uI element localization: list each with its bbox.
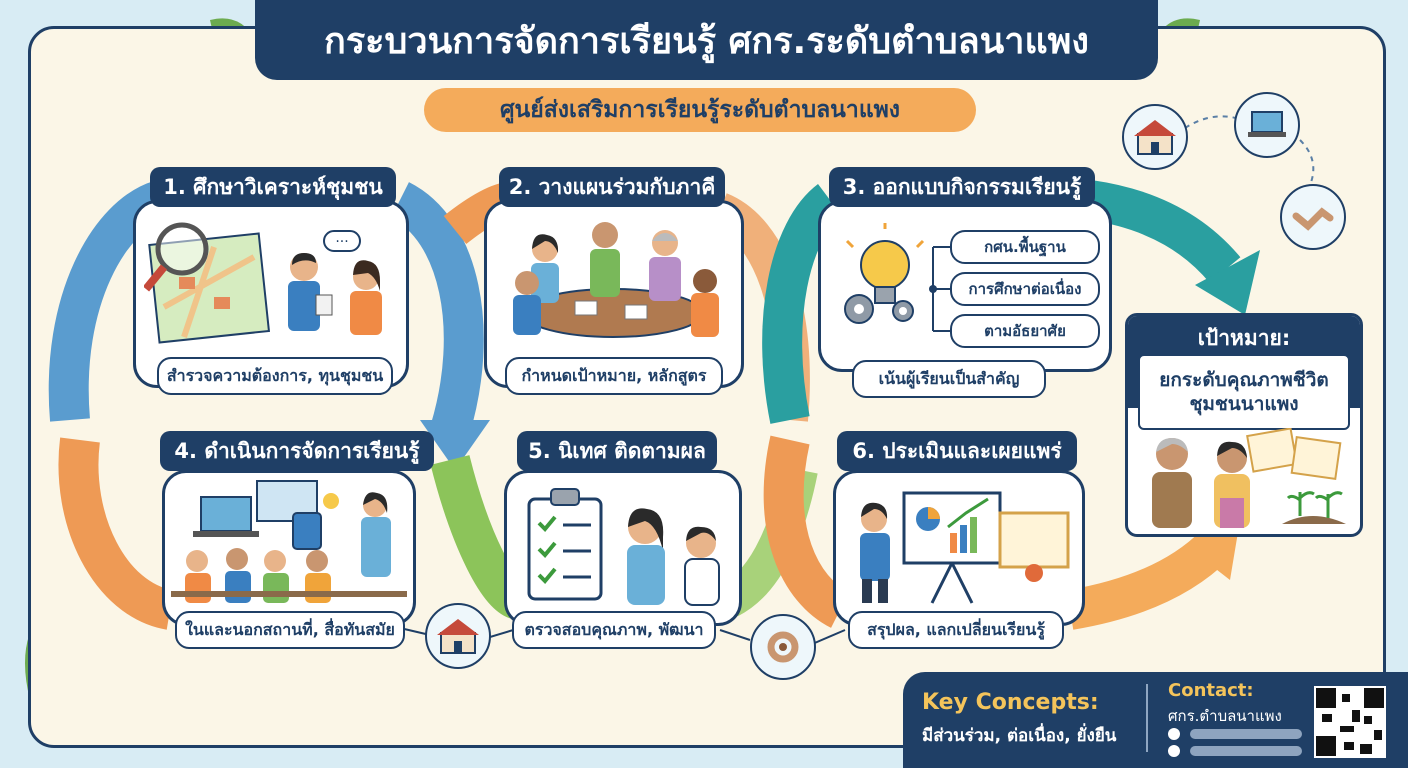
page-title: กระบวนการจัดการเรียนรู้ ศกร.ระดับตำบลนาแ… (255, 0, 1158, 80)
teal-arc-arrow (1086, 180, 1241, 284)
clipboard-checklist-icon (527, 488, 720, 606)
contact-name: ศกร.ตำบลนาแพง (1168, 707, 1282, 725)
step-label-3: 3. ออกแบบกิจกรรมเรียนรู้ (829, 167, 1095, 207)
school-building-icon (425, 603, 491, 669)
contact-phone-redacted (1190, 746, 1302, 756)
orange-arc-arrow (763, 435, 850, 628)
svg-text:···: ··· (335, 234, 348, 250)
orange-arc-arrow (1066, 530, 1230, 630)
teal-arc-arrow (762, 184, 844, 424)
key-concepts-text: มีส่วนร่วม, ต่อเนื่อง, ยั่งยืน (922, 726, 1117, 746)
goal-card: เป้าหมาย: ยกระดับคุณภาพชีวิต ชุมชนนาแพง (1125, 313, 1363, 537)
step-label-6: 6. ประเมินและเผยแพร่ (837, 431, 1077, 471)
location-pin-icon (1168, 728, 1180, 740)
classroom-computers-icon (171, 480, 407, 603)
step-label-4: 4. ดำเนินการจัดการเรียนรู้ (160, 431, 434, 471)
happy-community-icon (1152, 428, 1346, 528)
page-subtitle: ศูนย์ส่งเสริมการเรียนรู้ระดับตำบลนาแพง (424, 88, 976, 132)
step-label-1: 1. ศึกษาวิเคราะห์ชุมชน (150, 167, 396, 207)
step-card-4 (162, 470, 416, 626)
handshake-icon (1280, 184, 1346, 250)
step-caption-3: เน้นผู้เรียนเป็นสำคัญ (852, 360, 1046, 398)
footer-divider (1146, 684, 1148, 752)
contact-title: Contact: (1168, 680, 1254, 701)
lightbulb-gears-icon (844, 223, 925, 324)
joined-hands-icon (750, 614, 816, 680)
phone-icon (1168, 745, 1180, 757)
qr-code-icon[interactable] (1314, 686, 1386, 758)
presentation-chart-icon (860, 491, 1070, 604)
goal-text: ยกระดับคุณภาพชีวิต ชุมชนนาแพง (1138, 354, 1350, 430)
step-caption-5: ตรวจสอบคุณภาพ, พัฒนา (512, 611, 716, 649)
sub-item-informal-education: ตามอัธยาศัย (950, 314, 1100, 348)
step-card-6 (833, 470, 1085, 626)
key-concepts-title: Key Concepts: (922, 690, 1099, 715)
step-label-2: 2. วางแผนร่วมกับภาคี (499, 167, 725, 207)
step-caption-2: กำหนดเป้าหมาย, หลักสูตร (505, 357, 723, 395)
meeting-table-icon (513, 222, 719, 338)
step-caption-4: ในและนอกสถานที่, สื่อทันสมัย (175, 611, 405, 649)
goal-title: เป้าหมาย: (1197, 326, 1291, 350)
step-card-1: ··· (133, 200, 409, 388)
step-caption-6: สรุปผล, แลกเปลี่ยนเรียนรู้ (848, 611, 1064, 649)
branch-connector (929, 246, 957, 332)
sub-item-basic-education: กศน.พื้นฐาน (950, 230, 1100, 264)
step-label-5: 5. นิเทศ ติดตามผล (517, 431, 717, 471)
contact-address-redacted (1190, 729, 1302, 739)
step-card-5 (504, 470, 742, 626)
school-building-icon (1122, 104, 1188, 170)
laptop-icon (1234, 92, 1300, 158)
magnifier-map-icon: ··· (144, 222, 382, 344)
blue-arc-arrow (389, 182, 484, 436)
sub-item-continuing-education: การศึกษาต่อเนื่อง (950, 272, 1100, 306)
orange-arc-arrow (58, 437, 175, 630)
step-caption-1: สำรวจความต้องการ, ทุนชุมชน (157, 357, 393, 395)
